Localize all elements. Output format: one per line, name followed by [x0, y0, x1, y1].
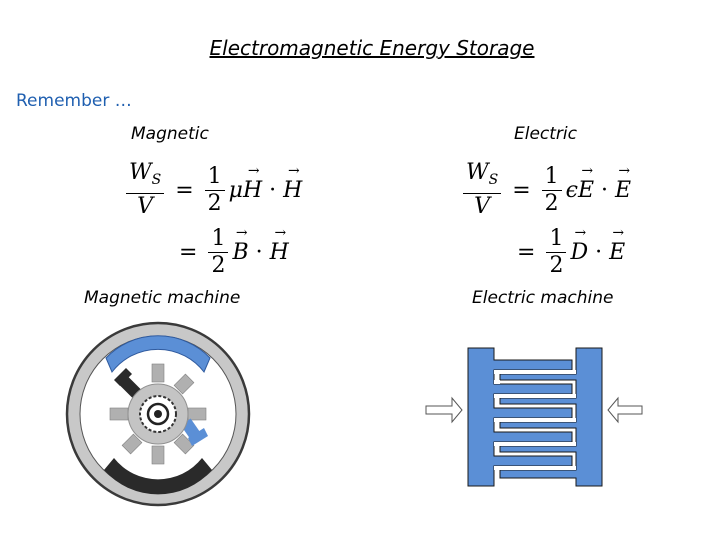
energy-density-fraction: WS V — [463, 160, 502, 220]
vector-e: E — [578, 178, 594, 203]
electric-equation-2: = 1 2 D · E — [510, 226, 625, 279]
vector-h: H — [243, 178, 262, 203]
blue-magnet-pole — [105, 335, 211, 373]
left-comb-electrode — [467, 347, 573, 487]
magnetic-machine-diagram — [65, 321, 251, 507]
vector-d: D — [570, 240, 588, 265]
energy-density-fraction: WS V — [126, 160, 165, 220]
electric-label: Electric — [514, 124, 577, 144]
half-fraction: 1 2 — [204, 164, 225, 217]
electric-machine-label: Electric machine — [472, 288, 614, 308]
magnetic-equation-1: WS V = 1 2 μ H · H — [122, 160, 302, 220]
right-force-arrow — [607, 396, 643, 424]
right-comb-electrode — [499, 347, 603, 487]
remember-note: Remember … — [16, 91, 132, 111]
dielectric-gaps — [494, 370, 576, 470]
magnetic-equation-2: = 1 2 B · H — [172, 226, 289, 279]
vector-h: H — [283, 178, 302, 203]
electric-equation-1: WS V = 1 2 ϵ E · E — [459, 160, 631, 220]
half-fraction: 1 2 — [546, 226, 567, 279]
rotor-teeth — [109, 363, 207, 465]
half-fraction: 1 2 — [208, 226, 229, 279]
half-fraction: 1 2 — [541, 164, 562, 217]
left-force-arrow — [425, 396, 463, 424]
dark-magnet-pole — [104, 458, 212, 495]
electric-machine-diagram — [425, 347, 643, 487]
page-title: Electromagnetic Energy Storage — [209, 36, 535, 60]
vector-e: E — [609, 240, 625, 265]
vector-b: B — [232, 240, 248, 265]
magnetic-label: Magnetic — [131, 124, 209, 144]
vector-e: E — [615, 178, 631, 203]
vector-h: H — [270, 240, 289, 265]
magnetic-machine-label: Magnetic machine — [84, 288, 241, 308]
